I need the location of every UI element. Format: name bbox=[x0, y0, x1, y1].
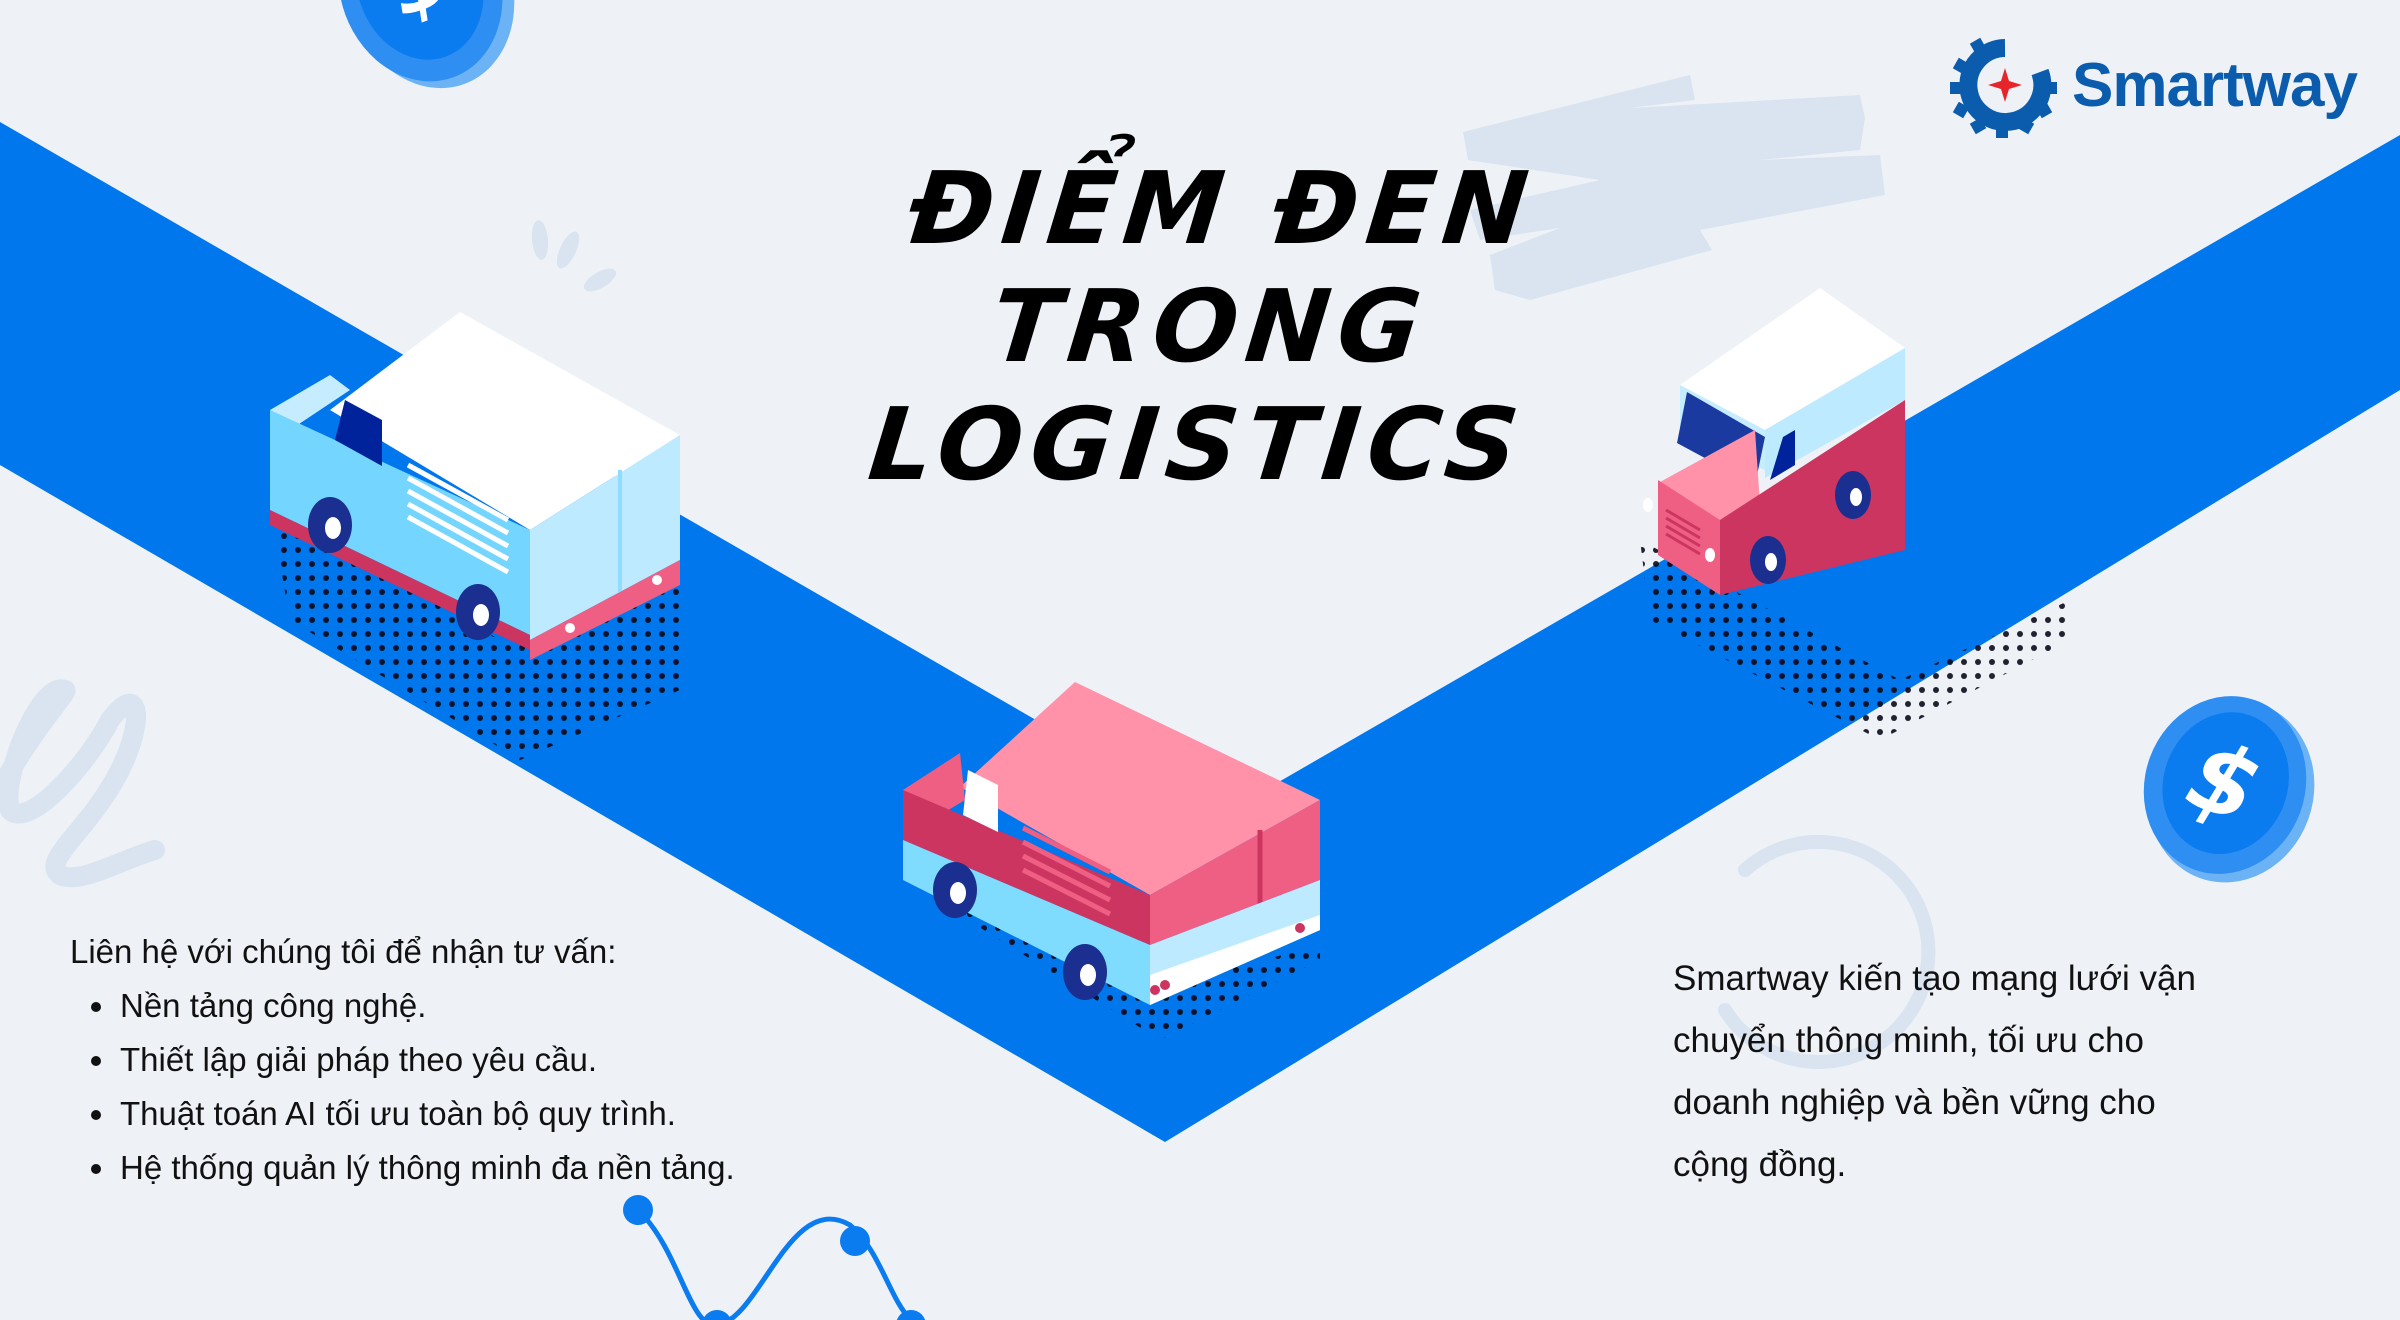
title-line-2: TRONG bbox=[985, 268, 1435, 385]
logo-text: Smartway bbox=[2072, 50, 2358, 120]
gear-icon bbox=[1950, 37, 2057, 138]
description-text: Smartway kiến tạo mạng lưới vận chuyển t… bbox=[1673, 959, 2196, 1184]
wave-line-decor bbox=[623, 1195, 926, 1320]
coin-icon-right: $ bbox=[2143, 696, 2315, 883]
page-title: ĐIỂM ĐEN TRONG LOGISTICS bbox=[841, 150, 1578, 504]
smartway-logo[interactable]: Smartway bbox=[1950, 30, 2358, 140]
truck-left bbox=[270, 312, 680, 760]
list-item: Hệ thống quản lý thông minh đa nền tảng. bbox=[118, 1141, 735, 1195]
arc-decor bbox=[1718, 834, 1936, 1069]
title-line-3: LOGISTICS bbox=[863, 386, 1532, 503]
contact-list: Nền tảng công nghệ. Thiết lập giải pháp … bbox=[70, 979, 735, 1195]
list-item: Nền tảng công nghệ. bbox=[118, 979, 735, 1033]
coin-icon-top: $ bbox=[338, 0, 515, 89]
contact-heading: Liên hệ với chúng tôi để nhận tư vấn: bbox=[70, 933, 617, 970]
dash-marks-decor bbox=[531, 220, 617, 292]
title-line-1: ĐIỂM ĐEN bbox=[903, 150, 1542, 267]
list-item: Thiết lập giải pháp theo yêu cầu. bbox=[118, 1033, 735, 1087]
brush-stroke-decor bbox=[1463, 75, 1885, 300]
list-item: Thuật toán AI tối ưu toàn bộ quy trình. bbox=[118, 1087, 735, 1141]
contact-section: Liên hệ với chúng tôi để nhận tư vấn: Nề… bbox=[70, 925, 735, 1195]
squiggle-decor bbox=[0, 679, 165, 888]
truck-center bbox=[903, 682, 1320, 1040]
truck-right bbox=[1640, 288, 2070, 740]
